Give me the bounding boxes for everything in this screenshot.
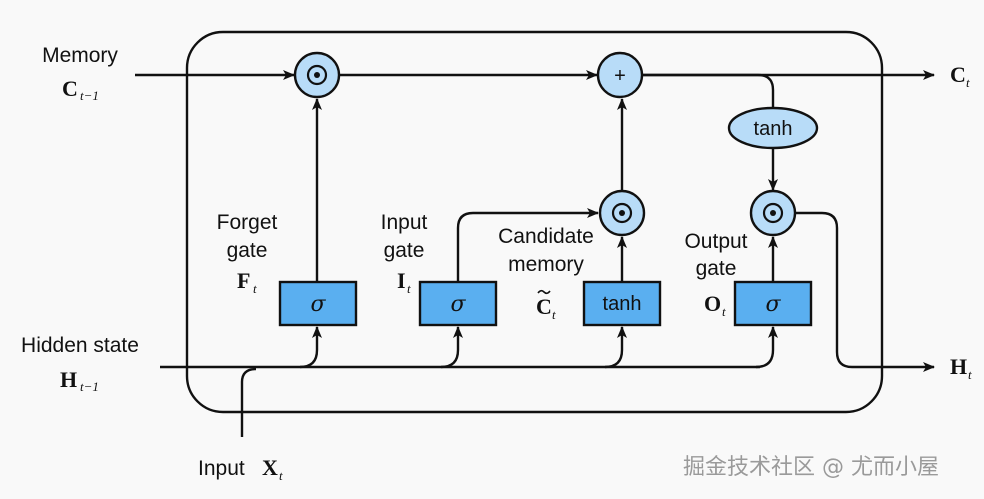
output-gate-box: σ — [733, 280, 813, 327]
c-prev-subscript: t−1 — [80, 88, 99, 103]
f-t-subscript: t — [253, 281, 257, 296]
sigma-label: σ — [310, 292, 326, 317]
watermark: 掘金技术社区 @ 尤而小屋 — [683, 455, 939, 480]
forget-gate-label-1: Forget — [217, 211, 278, 234]
input-multiply-node — [598, 189, 646, 237]
h-prev-subscript: t−1 — [80, 379, 99, 394]
to-input-arrow — [440, 326, 463, 369]
output-gate-label-2: gate — [696, 257, 737, 280]
tilde-mark — [537, 289, 551, 295]
candidate-tanh-box: tanh — [582, 280, 662, 327]
plus-icon: + — [614, 65, 626, 87]
c-tilde-subscript: t — [552, 307, 556, 322]
f-t-label: F — [237, 268, 250, 293]
o-t-label: O — [704, 291, 721, 316]
forget-gate-label-2: gate — [227, 239, 268, 262]
input-x-line — [240, 367, 257, 437]
memory-to-tanh-line — [643, 73, 775, 108]
tanh-ellipse-label: tanh — [754, 118, 793, 140]
h-prev-label: H — [60, 367, 77, 392]
hadamard-icon — [611, 202, 633, 224]
lstm-cell-boundary — [185, 30, 884, 414]
tanh-ellipse-node: tanh — [727, 106, 819, 150]
i-t-subscript: t — [407, 281, 411, 296]
memory-label: Memory — [42, 44, 118, 67]
c-tilde-label: C — [536, 294, 552, 319]
c-prev-label: C — [62, 76, 78, 101]
candidate-label-1: Candidate — [498, 225, 594, 248]
input-gate-box: σ — [418, 280, 498, 327]
sigma-label: σ — [765, 292, 781, 317]
h-t-subscript: t — [968, 367, 972, 382]
o-t-subscript: t — [722, 304, 726, 319]
x-t-label: X — [262, 455, 278, 480]
output-gate-label-1: Output — [684, 230, 747, 253]
hidden-state-label: Hidden state — [21, 334, 139, 357]
x-t-subscript: t — [279, 468, 283, 483]
to-forget-arrow — [299, 326, 322, 369]
hadamard-icon — [306, 64, 328, 86]
tanh-label: tanh — [603, 293, 642, 315]
h-t-label: H — [950, 354, 967, 379]
input-gate-to-mult-arrow — [456, 208, 599, 282]
to-candidate-arrow — [604, 326, 627, 369]
hidden-output-arrow — [796, 211, 935, 372]
i-t-label: I — [397, 268, 406, 293]
input-gate-label-1: Input — [381, 211, 428, 234]
forget-gate-box: σ — [278, 280, 358, 327]
input-label: Input — [198, 457, 245, 480]
output-multiply-node — [749, 189, 797, 237]
plus-node: + — [596, 51, 644, 99]
candidate-label-2: memory — [508, 253, 584, 276]
sigma-label: σ — [450, 292, 466, 317]
to-output-arrow — [755, 326, 778, 369]
input-gate-label-2: gate — [384, 239, 425, 262]
forget-multiply-node — [293, 51, 341, 99]
c-t-subscript: t — [966, 75, 970, 90]
c-t-label: C — [950, 62, 966, 87]
hadamard-icon — [762, 202, 784, 224]
